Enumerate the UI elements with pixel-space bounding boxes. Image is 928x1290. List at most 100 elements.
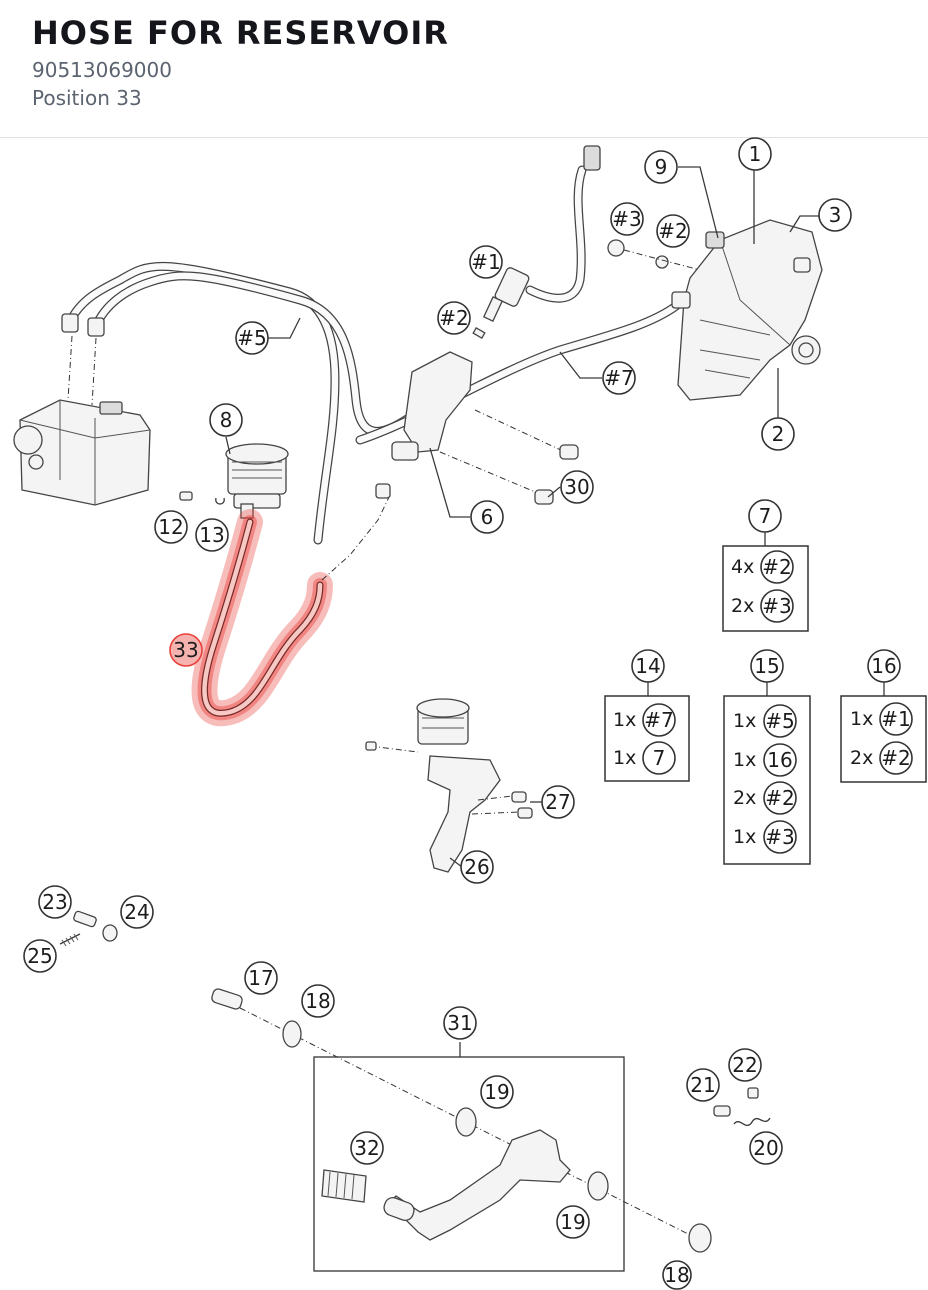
- kit-16[interactable]: 16 1x #1 2x #2: [840, 649, 927, 783]
- kit-14-qty-0: 1x: [613, 709, 636, 731]
- svg-text:#2: #2: [439, 306, 468, 330]
- callout-22[interactable]: 22: [728, 1048, 762, 1082]
- kit-14-ref-1: 7: [653, 746, 666, 770]
- callout-hash-7[interactable]: #7: [602, 361, 636, 395]
- sensor-drawing: [482, 145, 701, 322]
- small-parts-drawing: [59, 910, 118, 947]
- kit-16-qty-1: 2x: [850, 747, 873, 769]
- kit-15-label: 15: [754, 654, 779, 678]
- kit-14[interactable]: 14 1x #7 1x 7: [604, 649, 690, 782]
- svg-text:18: 18: [664, 1263, 689, 1287]
- callout-20[interactable]: 20: [749, 1131, 783, 1165]
- callout-hash-3[interactable]: #3: [610, 202, 644, 236]
- callout-31[interactable]: 31: [443, 1006, 477, 1040]
- part-number: 90513069000: [32, 58, 172, 82]
- kit-16-ref-0: #1: [881, 707, 910, 731]
- svg-text:9: 9: [655, 155, 668, 179]
- kit-15-qty-2: 2x: [733, 787, 756, 809]
- callout-hash-2-top[interactable]: #2: [656, 214, 690, 248]
- svg-text:1: 1: [749, 142, 762, 166]
- svg-text:23: 23: [42, 890, 67, 914]
- svg-text:6: 6: [481, 505, 494, 529]
- leader-lines: [225, 166, 885, 868]
- callout-3[interactable]: 3: [818, 198, 852, 232]
- callout-hash-5[interactable]: #5: [235, 321, 269, 355]
- kit-15-qty-1: 1x: [733, 749, 756, 771]
- svg-text:33: 33: [173, 638, 198, 662]
- svg-text:#3: #3: [612, 207, 641, 231]
- svg-text:19: 19: [484, 1080, 509, 1104]
- callout-24[interactable]: 24: [120, 895, 154, 929]
- svg-text:24: 24: [124, 900, 149, 924]
- svg-text:3: 3: [829, 203, 842, 227]
- kit-16-label: 16: [871, 654, 896, 678]
- kit-7-qty-1: 2x: [731, 595, 754, 617]
- callout-27[interactable]: 27: [541, 785, 575, 819]
- svg-text:31: 31: [447, 1011, 472, 1035]
- svg-text:12: 12: [158, 515, 183, 539]
- svg-text:19: 19: [560, 1210, 585, 1234]
- kit-15-ref-2: #2: [765, 786, 794, 810]
- callout-1[interactable]: 1: [738, 137, 772, 171]
- svg-text:30: 30: [564, 475, 589, 499]
- svg-text:#5: #5: [237, 326, 266, 350]
- callout-9[interactable]: 9: [644, 150, 678, 184]
- kit-7-ref-1: #3: [762, 594, 791, 618]
- kit-14-qty-1: 1x: [613, 747, 636, 769]
- svg-text:26: 26: [464, 855, 489, 879]
- kit-14-label: 14: [635, 654, 660, 678]
- callout-33[interactable]: 33: [169, 633, 203, 667]
- kit-16-ref-1: #2: [881, 746, 910, 770]
- callout-23[interactable]: 23: [38, 885, 72, 919]
- svg-text:27: 27: [545, 790, 570, 814]
- part-header: HOSE FOR RESERVOIR 90513069000 Position …: [0, 0, 928, 138]
- reservoir-drawing: [179, 443, 289, 519]
- kit-7-qty-0: 4x: [731, 556, 754, 578]
- part-title: HOSE FOR RESERVOIR: [32, 14, 449, 52]
- callout-2[interactable]: 2: [761, 417, 795, 451]
- callout-hash-2-mid[interactable]: #2: [437, 301, 471, 335]
- kit-16-qty-0: 1x: [850, 708, 873, 730]
- kit-15-ref-3: #3: [765, 825, 794, 849]
- callout-12[interactable]: 12: [154, 510, 188, 544]
- callout-19-top[interactable]: 19: [480, 1075, 514, 1109]
- svg-text:21: 21: [690, 1073, 715, 1097]
- callout-18-bottom[interactable]: 18: [662, 1260, 692, 1290]
- svg-text:32: 32: [354, 1136, 379, 1160]
- svg-text:20: 20: [753, 1136, 778, 1160]
- kit-15-qty-3: 1x: [733, 826, 756, 848]
- kit-15-qty-0: 1x: [733, 710, 756, 732]
- svg-text:#2: #2: [658, 219, 687, 243]
- abs-unit-drawing: [13, 399, 151, 506]
- callout-26[interactable]: 26: [460, 850, 494, 884]
- brake-caliper-drawing: [671, 219, 823, 401]
- kit-15-ref-1: 16: [767, 748, 792, 772]
- kit-7-label: 7: [759, 504, 772, 528]
- kit-7-ref-0: #2: [762, 555, 791, 579]
- master-cylinder-drawing: [375, 327, 579, 505]
- kit-7[interactable]: 7 4x #2 2x #3: [722, 499, 809, 632]
- callout-13[interactable]: 13: [195, 518, 229, 552]
- callout-17[interactable]: 17: [244, 961, 278, 995]
- callout-8[interactable]: 8: [209, 403, 243, 437]
- callout-25[interactable]: 25: [23, 939, 57, 973]
- svg-text:#1: #1: [471, 250, 500, 274]
- callout-30[interactable]: 30: [560, 470, 594, 504]
- callout-18-top[interactable]: 18: [301, 984, 335, 1018]
- callout-21[interactable]: 21: [686, 1068, 720, 1102]
- svg-text:#7: #7: [604, 366, 633, 390]
- callout-32[interactable]: 32: [350, 1131, 384, 1165]
- svg-text:8: 8: [220, 408, 233, 432]
- rear-reservoir-drawing: [365, 698, 533, 873]
- brake-pedal-drawing: [211, 988, 771, 1272]
- svg-text:18: 18: [305, 989, 330, 1013]
- kit-15[interactable]: 15 1x #5 1x 16 2x #2 1x #3: [723, 649, 811, 865]
- svg-text:25: 25: [27, 944, 52, 968]
- callout-hash-1[interactable]: #1: [469, 245, 503, 279]
- svg-text:2: 2: [772, 422, 785, 446]
- callout-19-bottom[interactable]: 19: [556, 1205, 590, 1239]
- hose-33-highlight: [191, 494, 391, 727]
- part-position: Position 33: [32, 86, 142, 110]
- callout-6[interactable]: 6: [470, 500, 504, 534]
